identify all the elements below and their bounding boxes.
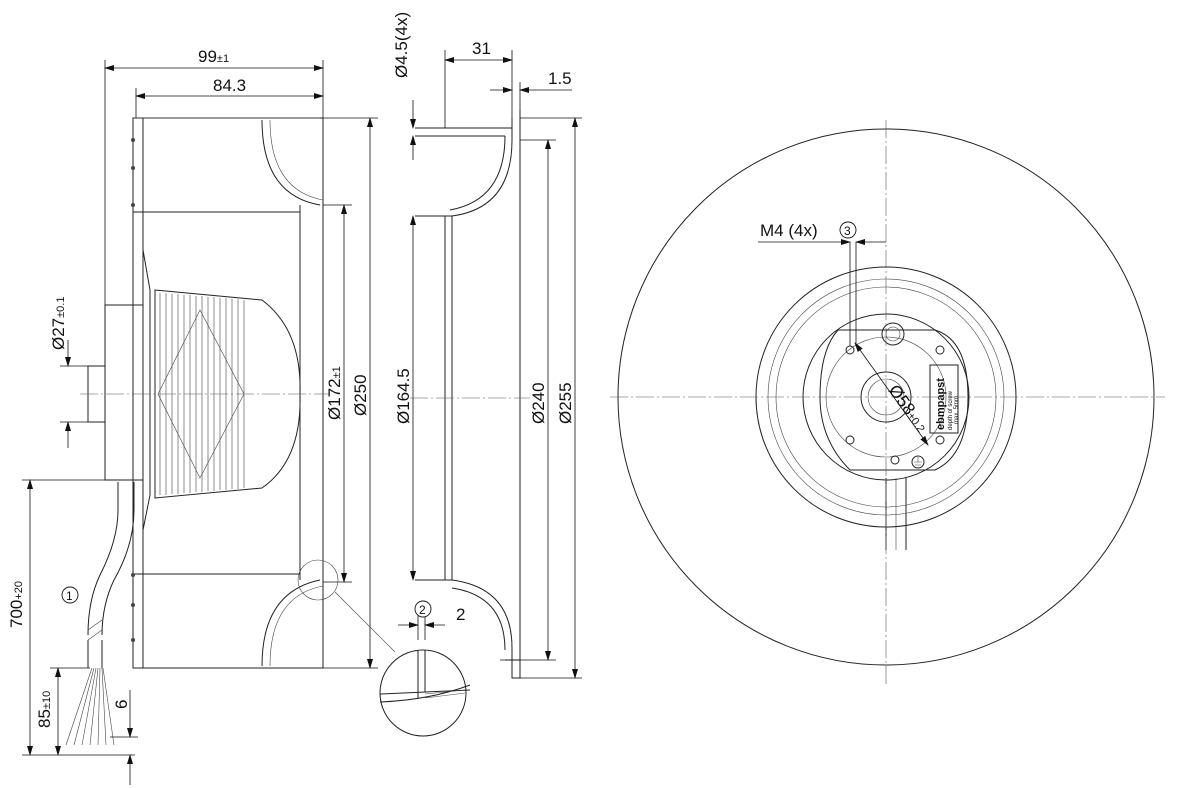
svg-text:2: 2 [419, 603, 426, 617]
side-dimensions [22, 60, 378, 785]
dim-strip-length: 6 [112, 700, 131, 709]
motor [80, 289, 330, 499]
label-line2: max. 5mm [954, 396, 960, 424]
dim-flange-outer-diameter: Ø255 [556, 382, 575, 424]
dim-screw-holes: Ø4.5(4x) [392, 12, 411, 78]
dim-cable-length: 700+20 [7, 581, 26, 628]
rivets [131, 138, 135, 642]
section-view: 31 1.5 Ø4.5(4x) Ø164.5 Ø240 Ø255 2 2 [297, 12, 582, 737]
label-brand: ebmpapst [935, 378, 947, 430]
dim-detail-gap: 2 [456, 605, 465, 624]
label-line1: depth of screw [948, 390, 954, 430]
callout-2: 2 [414, 600, 432, 618]
svg-text:1: 1 [66, 589, 73, 603]
dim-lead-length: 85±10 [35, 691, 54, 728]
detail-view: 2 2 [297, 559, 471, 737]
dim-overall-depth: 99±1 [198, 47, 229, 66]
dim-hub-diameter: Ø27±0.1 [49, 297, 68, 350]
dim-inlet-ring-depth: 31 [472, 39, 491, 58]
dim-thread: M4 (4x) [760, 221, 818, 240]
dim-outer-diameter: Ø250 [351, 374, 370, 416]
label-plate: ebmpapst depth of screw max. 5mm [911, 364, 960, 469]
dim-flange-thickness: 1.5 [548, 69, 572, 88]
dim-inner-diameter: Ø164.5 [394, 368, 413, 424]
side-view: 99±1 84.3 Ø27±0.1 Ø172±1 Ø250 700+20 85±… [7, 47, 378, 785]
impeller-body [131, 117, 324, 669]
dim-impeller-depth: 84.3 [213, 76, 246, 95]
cable [65, 482, 135, 746]
callout-3: 3 [839, 221, 857, 239]
dim-inlet-diameter: Ø172±1 [325, 366, 344, 420]
dim-flange-inner-diameter: Ø240 [529, 382, 548, 424]
dim-bolt-circle: Ø58±0.2 [885, 381, 932, 435]
front-view: ebmpapst depth of screw max. 5mm M4 (4x)… [610, 120, 1165, 685]
svg-text:3: 3 [844, 224, 851, 238]
callout-1: 1 [61, 586, 79, 604]
